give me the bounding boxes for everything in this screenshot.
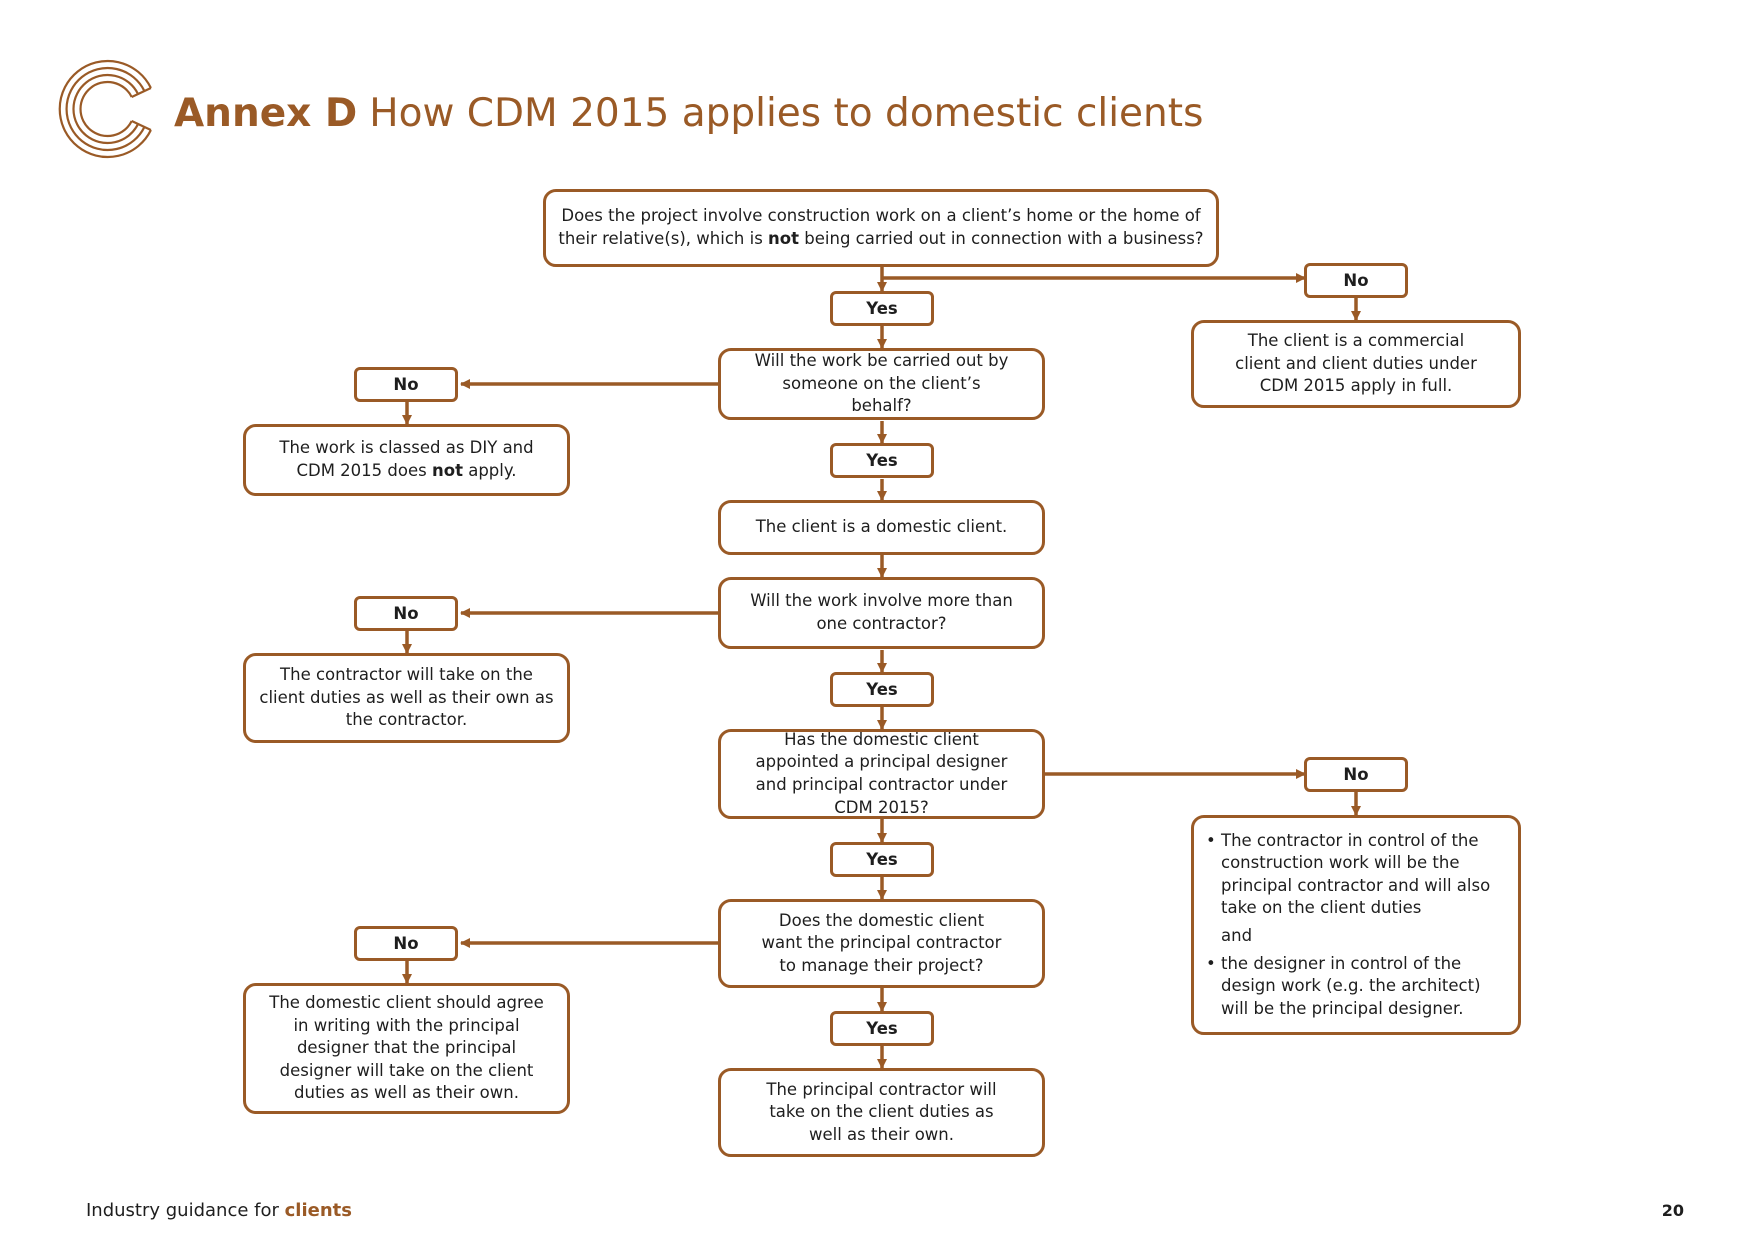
bullet-principal-contractor: The contractor in control of the constru…: [1221, 830, 1491, 918]
result-contractor-takes-client-duties: The contractor will take on the client d…: [243, 653, 570, 743]
q4-no-label: No: [1304, 757, 1408, 792]
result-diy: The work is classed as DIY and CDM 2015 …: [243, 424, 570, 496]
q5-no-label: No: [354, 926, 458, 961]
q4-yes-label: Yes: [830, 842, 934, 877]
q2-no-label: No: [354, 367, 458, 402]
q3-yes-label: Yes: [830, 672, 934, 707]
diy-text-end: apply.: [462, 461, 517, 480]
result-principal-designer-takes-client-duties: The domestic client should agree in writ…: [243, 983, 570, 1114]
footer-emphasis: clients: [284, 1200, 352, 1221]
q1-text-end: being carried out in connection with a b…: [799, 229, 1204, 248]
page-number: 20: [1661, 1201, 1684, 1220]
bullet-icon: •: [1206, 953, 1216, 973]
bullet-icon: •: [1206, 830, 1216, 850]
page-title-text: How CDM 2015 applies to domestic clients: [369, 91, 1204, 136]
question-work-on-behalf: Will the work be carried out by someone …: [718, 348, 1045, 420]
and-text: and: [1221, 926, 1253, 945]
q1-bold-not: not: [768, 229, 800, 248]
concentric-c-logo-icon: [58, 59, 152, 159]
diy-bold-not: not: [431, 461, 463, 480]
q1-yes-label: Yes: [830, 291, 934, 326]
question-appointed-principal-designer: Has the domestic client appointed a prin…: [718, 729, 1045, 819]
annex-label: Annex D: [174, 91, 358, 136]
q2-yes-label: Yes: [830, 443, 934, 478]
question-home-construction: Does the project involve construction wo…: [543, 189, 1219, 267]
q1-text: Does the project involve construction wo…: [558, 206, 1201, 248]
q3-no-label: No: [354, 596, 458, 631]
list-item: •the designer in control of the design w…: [1206, 953, 1506, 1021]
footer-text: Industry guidance for: [86, 1200, 285, 1221]
result-commercial-client: The client is a commercial client and cl…: [1191, 320, 1521, 408]
question-more-than-one-contractor: Will the work involve more than one cont…: [718, 577, 1045, 649]
question-principal-contractor-manage: Does the domestic client want the princi…: [718, 899, 1045, 988]
bullet-principal-designer: the designer in control of the design wo…: [1221, 953, 1481, 1018]
result-principal-contractor-takes-client-duties: The principal contractor will take on th…: [718, 1068, 1045, 1157]
result-default-duty-holders: •The contractor in control of the constr…: [1191, 815, 1521, 1035]
diy-text: The work is classed as DIY and CDM 2015 …: [279, 438, 534, 480]
statement-domestic-client: The client is a domestic client.: [718, 500, 1045, 555]
q5-yes-label: Yes: [830, 1011, 934, 1046]
footer: Industry guidance for clients: [86, 1199, 352, 1223]
q1-no-label: No: [1304, 263, 1408, 298]
list-item: •The contractor in control of the constr…: [1206, 830, 1506, 920]
